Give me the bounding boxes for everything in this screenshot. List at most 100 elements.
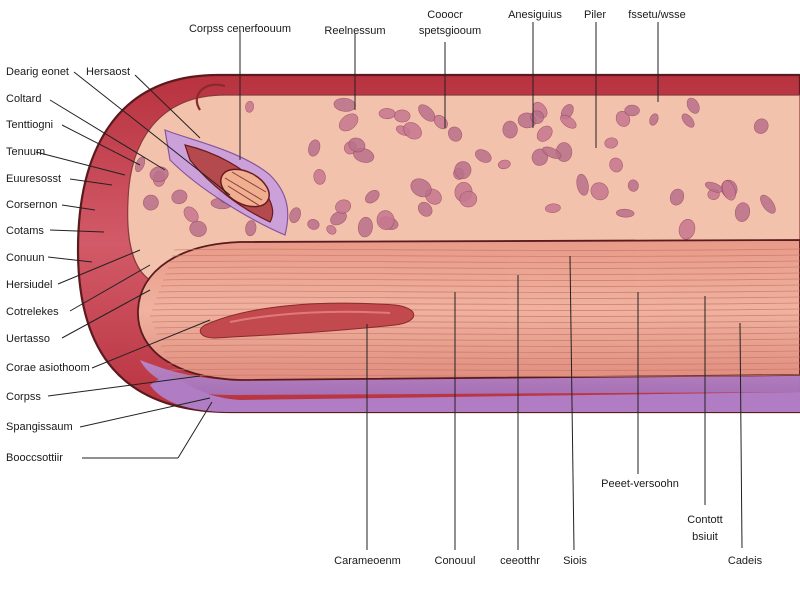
label-left-coltard: Coltard xyxy=(6,93,42,105)
vessel-highlight xyxy=(229,310,391,323)
label-bottom-contott: Contott xyxy=(687,514,723,526)
cavity xyxy=(459,190,478,208)
cavity xyxy=(448,126,463,142)
cavity xyxy=(604,137,618,149)
striation-line xyxy=(167,362,800,365)
label-top-cooocr: Cooocr xyxy=(427,9,463,21)
striation-line xyxy=(158,290,800,293)
cavity xyxy=(376,210,395,230)
label-bottom-siois: Siois xyxy=(563,555,587,567)
cavity xyxy=(615,111,631,127)
leader-lines xyxy=(35,22,743,551)
label-left-uertasso: Uertasso xyxy=(6,333,51,345)
cavity xyxy=(669,188,685,206)
label-bottom-bsiuit: bsiuit xyxy=(692,531,718,543)
cavity xyxy=(760,194,776,214)
label-left-dearig: Dearig eonet xyxy=(6,66,69,78)
cavity xyxy=(545,203,561,213)
cavity xyxy=(734,202,751,222)
cavity xyxy=(475,149,492,163)
label-left-hersiudel: Hersiudel xyxy=(6,279,53,291)
cavity xyxy=(590,182,609,201)
cavity xyxy=(502,120,518,139)
label-top-corpus: Corpss cenerfoouum xyxy=(188,23,292,35)
cavity xyxy=(245,220,257,237)
cavity xyxy=(721,180,736,201)
cavity xyxy=(560,114,577,129)
striation-line xyxy=(154,302,800,305)
label-left-conuun: Conuun xyxy=(6,252,45,264)
label-bottom-ceeotthr: ceeotthr xyxy=(500,555,540,567)
cavity xyxy=(624,104,640,117)
striation-line xyxy=(152,308,800,311)
cavity xyxy=(245,101,255,113)
label-top-fssetu: fssetu/wsse xyxy=(628,9,686,21)
cavity xyxy=(454,161,472,180)
striation-line xyxy=(171,374,800,377)
cavity xyxy=(609,157,623,173)
cavity xyxy=(536,125,553,142)
label-bottom-peeet-versoohn: Peeet-versoohn xyxy=(601,478,679,490)
label-left-spangissaum: Spangissaum xyxy=(6,421,73,433)
cavity xyxy=(686,97,700,114)
label-top-reelnessum: Reelnessum xyxy=(324,25,386,37)
striation-line xyxy=(163,278,800,281)
cavity xyxy=(330,211,347,226)
striation-line xyxy=(158,338,800,341)
striation-line xyxy=(169,260,800,263)
label-bottom-conouul: Conouul xyxy=(434,555,476,567)
cavities xyxy=(135,97,776,240)
cavity xyxy=(348,137,366,153)
cavity xyxy=(394,109,411,123)
label-left-cotams: Cotams xyxy=(6,225,44,237)
striation-line xyxy=(160,284,800,287)
label-left-cotrelekes: Cotrelekes xyxy=(6,306,59,318)
cavity xyxy=(335,199,352,214)
label-top-anesiguius: Anesiguius xyxy=(508,9,562,21)
cavity xyxy=(313,169,326,185)
striation-line xyxy=(163,350,800,353)
cavity xyxy=(678,219,696,240)
cavity xyxy=(378,108,396,120)
cavity xyxy=(753,118,769,134)
cavity xyxy=(403,122,422,140)
hook-vessel xyxy=(195,83,226,111)
cavity xyxy=(497,159,511,170)
striation-lines xyxy=(149,248,800,377)
cavity xyxy=(627,179,639,192)
striation-line xyxy=(165,272,800,275)
striation-line xyxy=(156,296,800,299)
sheath-layer xyxy=(140,332,800,395)
striation-line xyxy=(160,344,800,347)
label-left-corae: Corae asiothoom xyxy=(6,362,90,374)
cavity xyxy=(365,189,380,204)
cavity xyxy=(410,178,432,198)
striation-line xyxy=(171,254,800,257)
cavity xyxy=(530,110,544,124)
cavity xyxy=(417,201,433,217)
nerve-fibers xyxy=(224,171,267,207)
cavity xyxy=(149,166,169,183)
striation-line xyxy=(174,248,800,251)
striation-line xyxy=(169,368,800,371)
cavity xyxy=(289,207,301,224)
label-top-piler: Piler xyxy=(583,9,606,21)
striation-line xyxy=(165,356,800,359)
label-left-tenttiogni: Tenttiogni xyxy=(6,119,54,131)
cavity xyxy=(308,139,321,157)
cavity xyxy=(649,113,659,126)
label-left-booccsottiir: Booccsottiir xyxy=(6,452,63,464)
cavity xyxy=(704,181,723,193)
cavity xyxy=(357,216,373,238)
label-left-corpss: Corpss xyxy=(6,391,41,403)
cavity xyxy=(326,224,337,235)
cavity xyxy=(576,173,589,196)
striation-line xyxy=(149,314,800,317)
label-top-spetsgiooum: spetsgiooum xyxy=(418,25,482,37)
cavity xyxy=(681,113,695,128)
cavity xyxy=(189,220,207,237)
cavity xyxy=(307,219,320,230)
label-left-euuresosst: Euuresosst xyxy=(6,173,62,185)
cavity xyxy=(171,189,188,205)
